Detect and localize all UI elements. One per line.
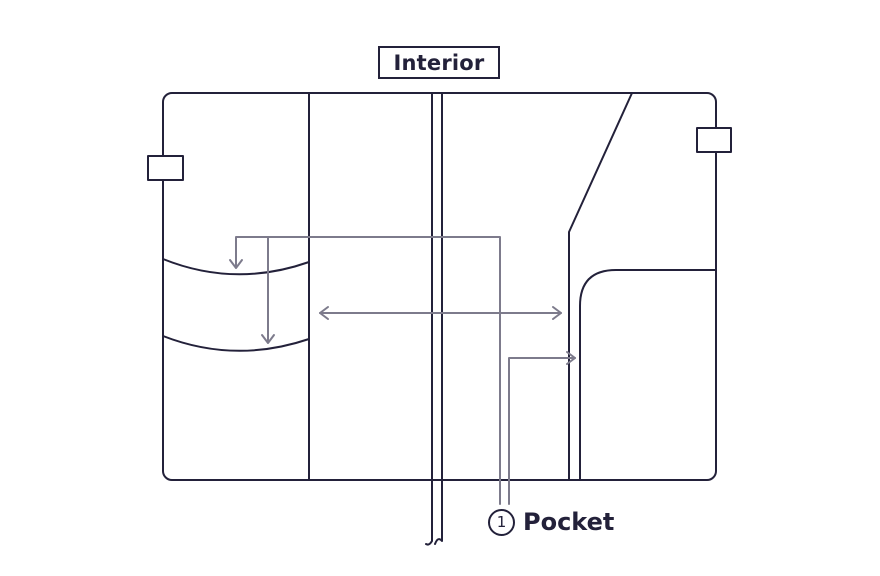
diagonal-pocket-edge xyxy=(568,92,633,481)
lower-card-slot xyxy=(162,335,310,352)
title-box: Interior xyxy=(378,46,500,79)
center-spine-left-edge xyxy=(425,92,433,546)
callout-label: 1 Pocket xyxy=(488,504,614,540)
double-arrow-right-head xyxy=(552,306,562,320)
right-band-tab xyxy=(696,127,732,153)
diagram-title: Interior xyxy=(393,50,485,75)
leader-line-right xyxy=(508,357,576,505)
left-band-tab xyxy=(147,155,184,181)
inner-pocket-edge xyxy=(579,269,717,481)
leader-line xyxy=(235,236,501,505)
notebook-outline xyxy=(162,92,717,481)
center-spine-right-edge xyxy=(434,92,443,545)
arrow-to-upper-slot xyxy=(229,259,243,269)
callout-number: 1 xyxy=(488,508,515,536)
callout-text: Pocket xyxy=(523,508,615,536)
arrow-to-lower-slot xyxy=(261,334,275,344)
double-arrow-left-head xyxy=(319,306,329,320)
upper-card-slot xyxy=(162,258,310,276)
arrow-to-right-pocket xyxy=(566,351,576,365)
